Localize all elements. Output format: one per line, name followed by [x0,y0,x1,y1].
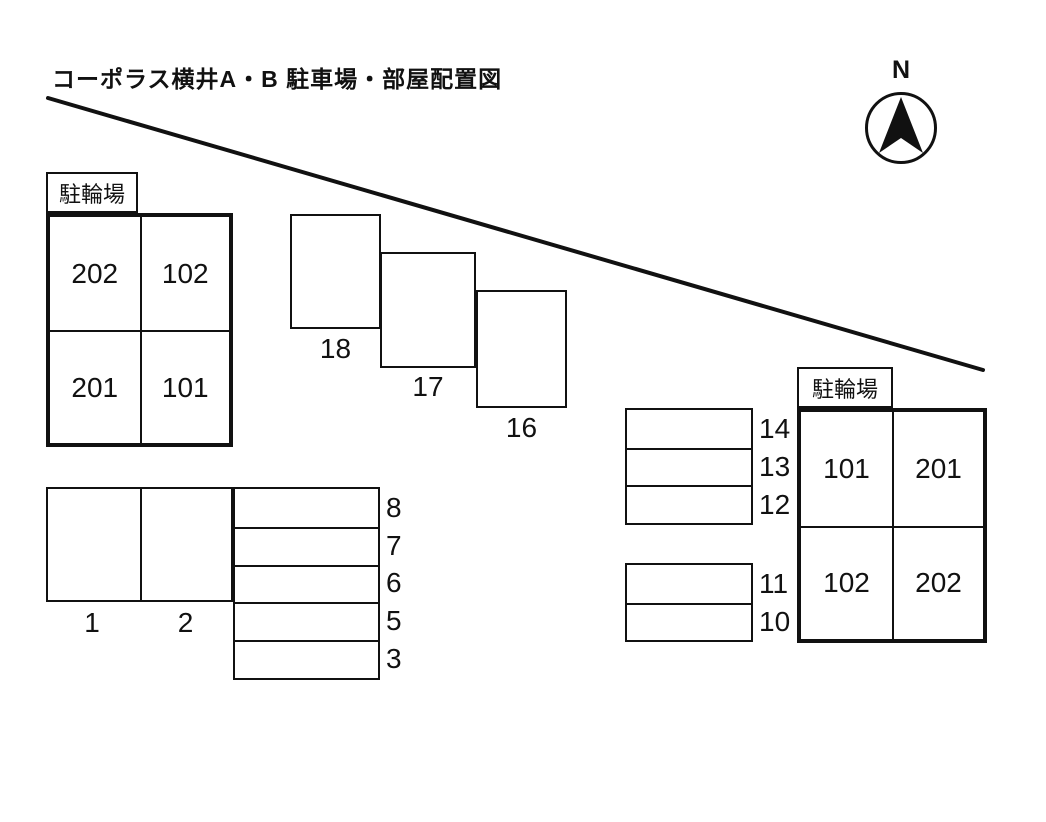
parking-space-6-label: 6 [386,567,402,598]
parking-space-10-box [627,602,751,641]
parking-space-13-label: 13 [759,451,791,482]
room-b-102: 102 [801,525,892,640]
parking-space-16-box [476,290,567,408]
room-a-201: 201 [50,330,140,443]
parking-space-5-label: 5 [386,605,402,636]
parking-space-12-box [627,485,751,523]
parking-space-5-box [235,602,378,640]
compass-circle [865,92,937,164]
north-arrow-icon [879,97,923,153]
building-a: 202 102 201 101 [46,213,233,447]
parking-space-8-label: 8 [386,492,402,523]
parking-space-2-box [139,489,232,600]
parking-space-8-box [235,489,378,527]
parking-space-14-label: 14 [759,413,791,444]
room-b-101: 101 [823,452,870,484]
parking-space-17-box [380,252,476,368]
room-a-102: 102 [139,217,230,330]
parking-space-2-label: 2 [177,607,194,638]
parking-space-3-label: 3 [386,643,402,674]
parking-space-11-box [627,565,751,603]
parking-space-7-box [235,526,378,565]
parking-space-1-box [48,489,140,600]
building-b-bike-parking-label: 駐輪場 [797,367,893,408]
page-title: コーポラス横井A・B 駐車場・部屋配置図 [52,66,503,92]
room-b-202: 202 [892,525,983,639]
room-b-201: 201 [892,412,983,526]
parking-space-3-box [235,640,378,678]
parking-right-upper-stack [625,408,753,525]
parking-right-lower-stack [625,563,753,642]
room-a-202: 202 [71,257,119,289]
parking-left-stack [233,487,380,680]
parking-space-13-box [627,447,751,486]
parking-front-row [46,487,233,602]
parking-space-1-label: 1 [84,607,100,638]
parking-space-6-box [235,564,378,603]
parking-space-18-box [290,214,381,329]
parking-space-10-label: 10 [759,606,791,637]
parking-space-17-label: 17 [412,371,444,402]
parking-space-18-label: 18 [319,333,352,364]
building-a-bike-parking-label: 駐輪場 [46,172,138,213]
parking-space-14-box [627,410,751,448]
parking-space-11-label: 11 [759,568,789,599]
parking-space-12-label: 12 [759,489,791,520]
room-a-101: 101 [139,330,229,443]
parking-space-16-label: 16 [505,412,538,443]
parking-space-7-label: 7 [386,530,402,561]
building-b: 101 201 102 202 [797,408,987,643]
compass-north-label: N [891,56,911,84]
